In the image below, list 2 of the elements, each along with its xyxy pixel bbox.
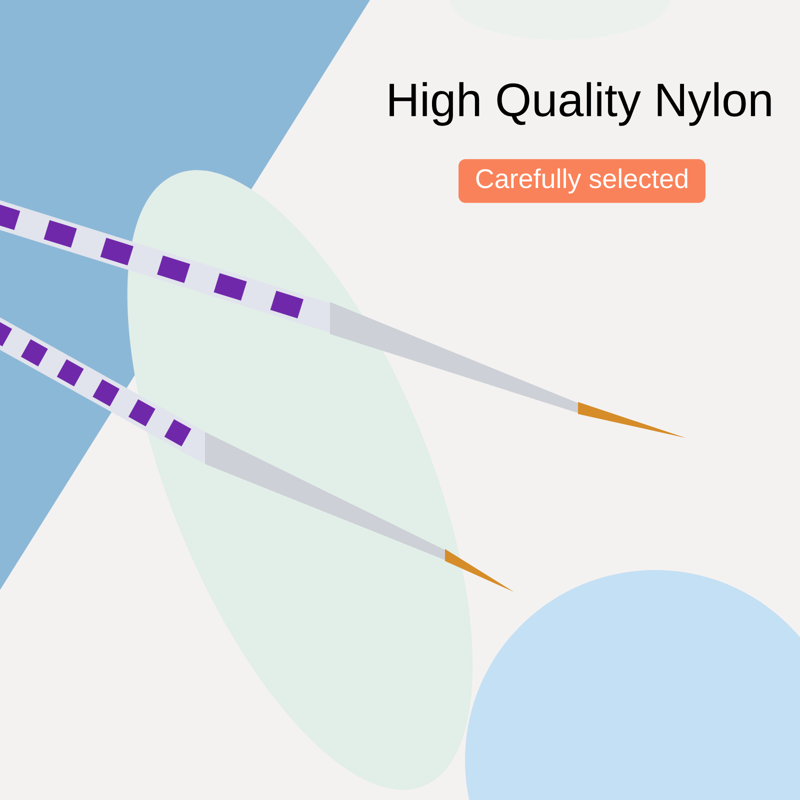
title: High Quality Nylon: [390, 82, 771, 126]
badge: Carefully selected: [458, 159, 706, 203]
